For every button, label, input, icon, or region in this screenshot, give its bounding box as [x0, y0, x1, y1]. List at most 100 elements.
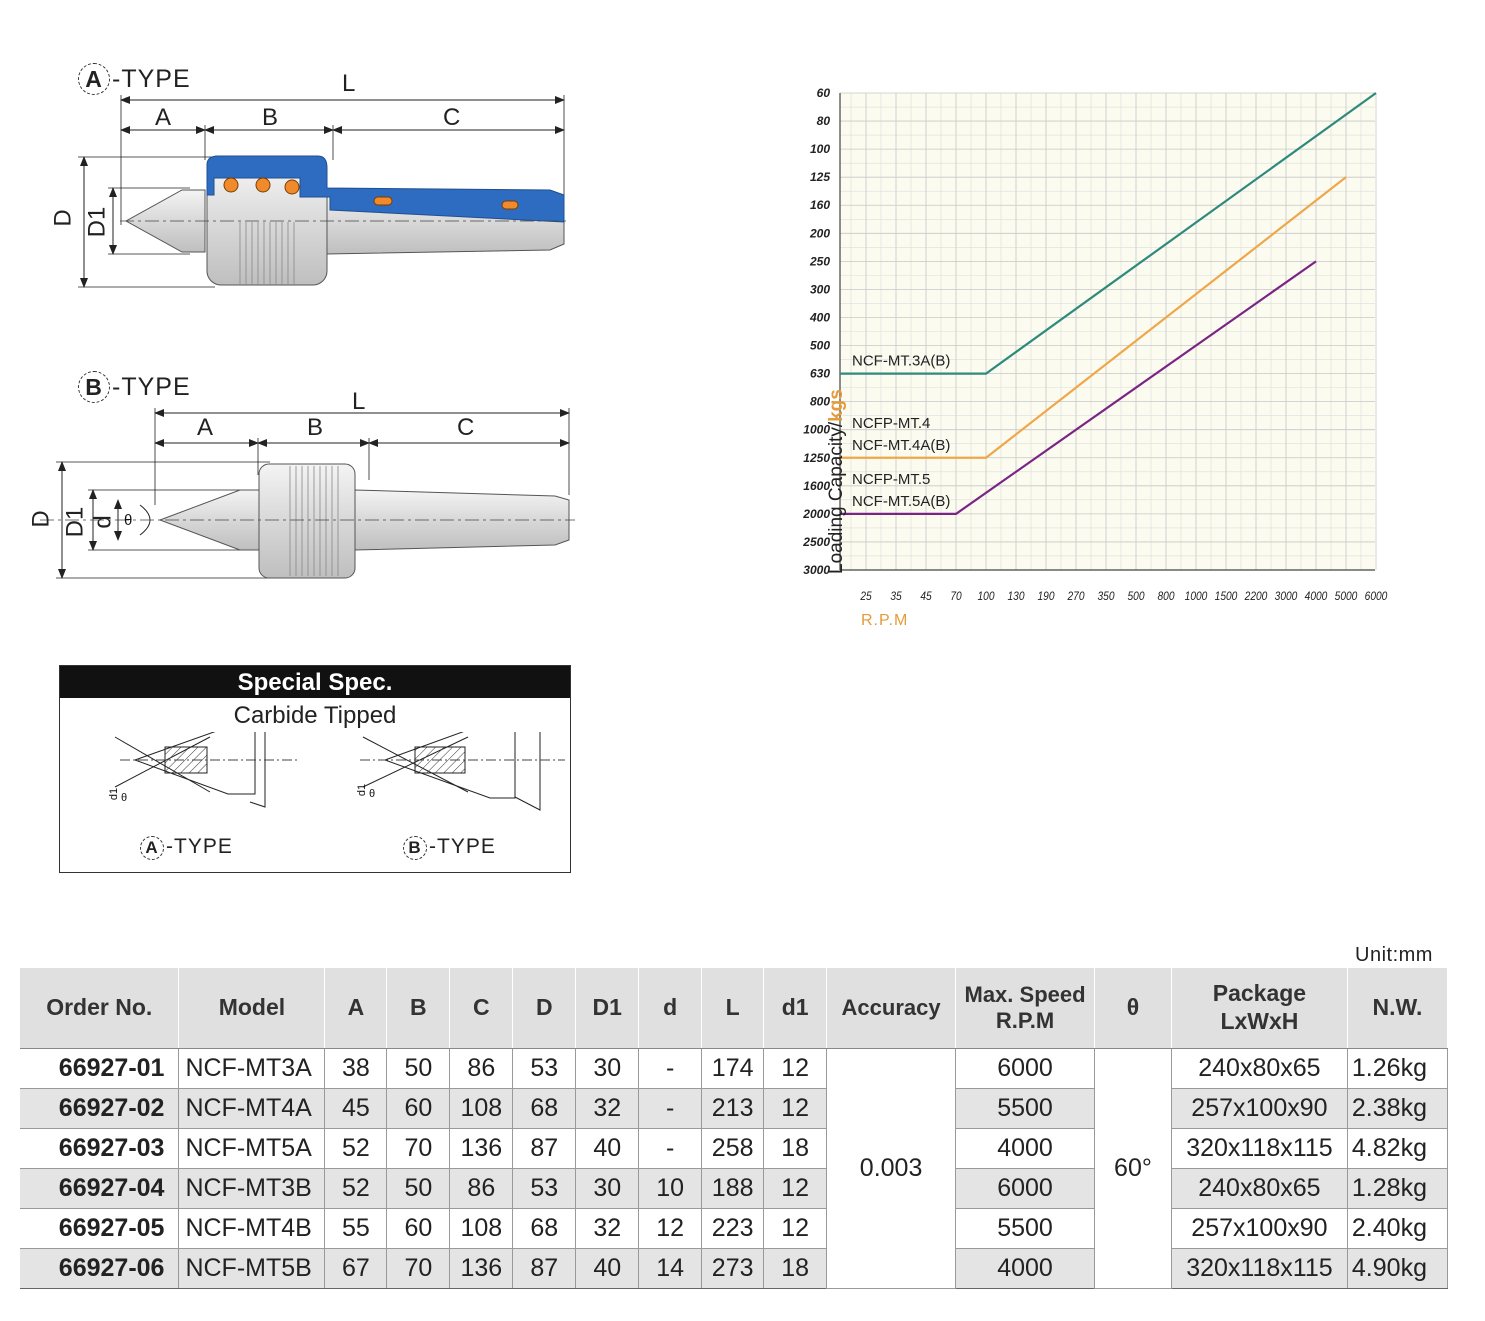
x-tick-label: 70 — [950, 590, 962, 603]
ylabel-main: Loading Capacity/ — [826, 421, 847, 574]
y-tick-label: 200 — [809, 226, 830, 240]
cell-order: 66927-05 — [20, 1208, 180, 1249]
cell-nw: 1.26kg — [1347, 1048, 1449, 1089]
x-tick-label: 4000 — [1305, 590, 1328, 603]
x-tick-label: 350 — [1097, 590, 1115, 603]
cell-order: 66927-02 — [20, 1088, 180, 1129]
cell-b: 50 — [386, 1048, 451, 1089]
cell-d1: 32 — [575, 1208, 640, 1249]
cell-dsmall: - — [638, 1048, 703, 1089]
table-header-row: Order No. Model A B C D D1 d L d1 Accura… — [20, 968, 1449, 1049]
cell-package: 257x100x90 — [1171, 1208, 1348, 1249]
cell-l: 213 — [701, 1088, 765, 1129]
cell-accuracy: 0.003 — [826, 1048, 957, 1289]
cell-d1small: 12 — [763, 1088, 828, 1129]
header-b: B — [386, 968, 451, 1049]
series-line — [840, 92, 1377, 375]
type-circle: A — [140, 836, 164, 860]
cell-speed: 4000 — [955, 1248, 1095, 1289]
cell-speed: 5500 — [955, 1088, 1095, 1129]
cell-c: 108 — [449, 1208, 514, 1249]
header-a: A — [324, 968, 388, 1049]
cell-d1: 30 — [575, 1048, 640, 1089]
a-type-drawing — [78, 95, 570, 288]
cell-b: 60 — [386, 1088, 451, 1129]
cell-c: 86 — [449, 1168, 514, 1209]
header-small-d1: d1 — [763, 968, 828, 1049]
special-b-type-label: B-TYPE — [403, 835, 496, 860]
cell-package: 240x80x65 — [1171, 1048, 1348, 1089]
cell-l: 273 — [701, 1248, 765, 1289]
dim-l: L — [342, 70, 356, 97]
header-package-line1: Package — [1212, 980, 1307, 1007]
type-suffix: -TYPE — [166, 835, 233, 858]
dim-b: B — [262, 104, 279, 131]
y-tick-label: 125 — [810, 170, 830, 184]
y-tick-label: 500 — [810, 339, 830, 353]
header-l: L — [701, 968, 765, 1049]
series-line — [840, 260, 1317, 515]
cell-d1: 32 — [575, 1088, 640, 1129]
dim-c: C — [457, 414, 475, 441]
x-tick-label: 270 — [1067, 590, 1086, 603]
cell-package: 320x118x115 — [1171, 1248, 1348, 1289]
dim-d: D — [27, 510, 55, 528]
header-speed: Max. Speed R.P.M — [955, 968, 1095, 1049]
cell-d1: 40 — [575, 1128, 640, 1169]
series-line — [840, 176, 1347, 459]
header-d1: D1 — [575, 968, 640, 1049]
y-tick-label: 3000 — [803, 563, 830, 577]
cell-model: NCF-MT5B — [178, 1248, 326, 1289]
y-tick-label: 60 — [817, 86, 831, 100]
cell-l: 223 — [701, 1208, 765, 1249]
cell-package: 257x100x90 — [1171, 1088, 1348, 1129]
cell-l: 188 — [701, 1168, 765, 1209]
cell-d1small: 18 — [763, 1128, 828, 1169]
cell-d: 68 — [512, 1208, 577, 1249]
dim-d1: D1 — [83, 206, 111, 238]
cell-speed: 6000 — [955, 1048, 1095, 1089]
dim-l: L — [352, 388, 366, 415]
cell-d: 53 — [512, 1168, 577, 1209]
y-tick-label: 2500 — [802, 535, 830, 549]
dim-a: A — [155, 104, 172, 131]
type-circle: A — [78, 63, 110, 95]
special-spec-subtitle: Carbide Tipped — [233, 702, 397, 729]
series-label: NCFP-MT.4 — [852, 415, 930, 432]
special-spec-box: Special Spec. Carbide Tipped d1 θ d1 θ A… — [59, 665, 571, 873]
x-tick-label: 130 — [1007, 590, 1025, 603]
header-model: Model — [178, 968, 326, 1049]
a-type-title: A-TYPE — [78, 63, 191, 95]
dim-d1: D1 — [61, 506, 89, 538]
series-label: NCFP-MT.5 — [852, 471, 930, 488]
x-tick-label: 6000 — [1365, 590, 1388, 603]
series-label: NCF-MT.5A(B) — [852, 493, 950, 510]
cell-dsmall: 12 — [638, 1208, 703, 1249]
y-tick-label: 100 — [810, 142, 830, 156]
y-tick-label: 80 — [817, 114, 831, 128]
b-type-drawing — [40, 408, 575, 579]
header-theta: θ — [1094, 968, 1172, 1049]
header-speed-line2: R.P.M — [995, 1008, 1055, 1033]
x-tick-label: 3000 — [1275, 590, 1298, 603]
header-order: Order No. — [20, 968, 180, 1049]
cell-d1: 40 — [575, 1248, 640, 1289]
cell-a: 45 — [324, 1088, 388, 1129]
header-package-line2: LxWxH — [1220, 1008, 1299, 1034]
y-tick-label: 160 — [810, 198, 830, 212]
header-speed-line1: Max. Speed — [964, 981, 1086, 1007]
type-suffix: -TYPE — [429, 835, 496, 858]
cell-nw: 4.82kg — [1347, 1128, 1449, 1169]
cell-c: 136 — [449, 1248, 514, 1289]
header-small-d: d — [638, 968, 703, 1049]
cell-d1small: 12 — [763, 1048, 828, 1089]
dim-a: A — [197, 414, 214, 441]
cell-speed: 4000 — [955, 1128, 1095, 1169]
series-label: NCF-MT.4A(B) — [852, 437, 950, 454]
cell-model: NCF-MT5A — [178, 1128, 326, 1169]
